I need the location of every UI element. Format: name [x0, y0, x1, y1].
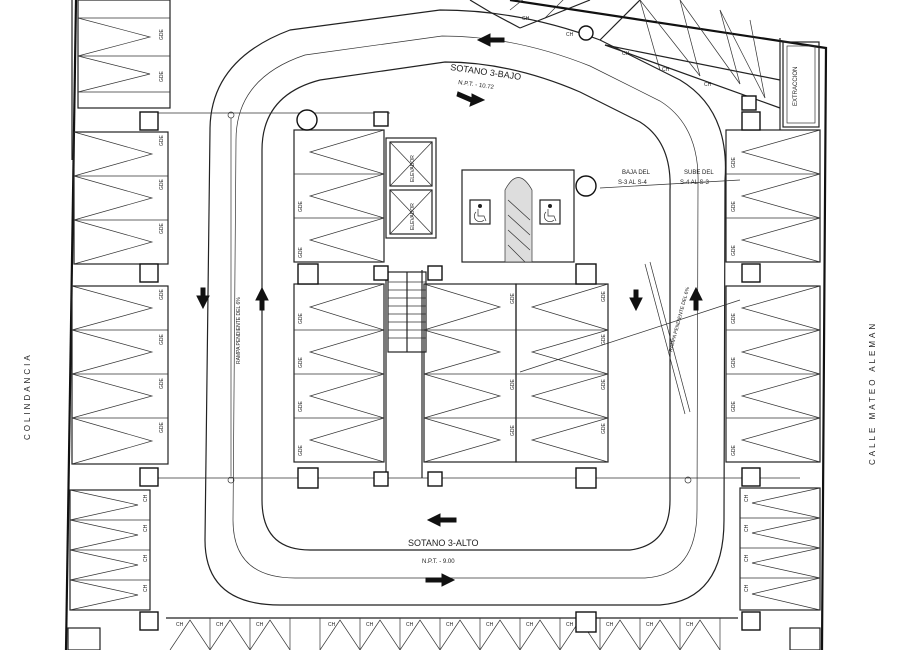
stall-row-top — [469, 0, 781, 109]
stall-tag: CH — [606, 622, 614, 628]
stall-tag: GDE — [601, 334, 607, 346]
stall-tag: GDE — [731, 201, 737, 213]
columns — [139, 25, 761, 633]
stall-tag: CH — [566, 622, 574, 628]
arrow-icon — [689, 286, 703, 311]
stall-block-center — [293, 129, 609, 463]
stall-tag: CH — [176, 622, 184, 628]
stall-tag: GDE — [298, 247, 304, 259]
stall-tag: GDE — [298, 357, 304, 369]
stall-tag: CH — [216, 622, 224, 628]
arrow-icon — [425, 573, 456, 587]
stall-block-right — [725, 129, 821, 650]
accessible-icon — [539, 199, 561, 225]
stall-tag: GDE — [731, 445, 737, 457]
stall-tag: GDE — [159, 71, 165, 83]
elevator-label-2: ELEVADOR — [410, 203, 416, 230]
stall-tag: CH — [744, 524, 750, 532]
stall-tag: CH — [744, 554, 750, 562]
arrow-icon — [476, 33, 505, 47]
stall-tag: CH — [646, 622, 654, 628]
stall-tag: GDE — [159, 378, 165, 390]
stall-block-left — [67, 131, 169, 650]
stall-tag: GDE — [159, 135, 165, 147]
stall-tag: GDE — [159, 334, 165, 346]
stall-tag: GDE — [298, 201, 304, 213]
stall-tag: CH — [704, 82, 712, 88]
stall-tag: CH — [744, 494, 750, 502]
stall-tag: CH — [522, 16, 530, 22]
stall-tag: GDE — [510, 379, 516, 391]
elevator-icon — [389, 141, 433, 187]
level-npt-alto: N.P.T. - 9.00 — [422, 559, 455, 565]
accessible-icon — [469, 199, 491, 225]
ramp-sube-label: SUBE DEL — [684, 170, 714, 176]
stall-tag: CH — [256, 622, 264, 628]
street-label: CALLE MATEO ALEMAN — [868, 321, 877, 465]
stall-tag: GDE — [731, 245, 737, 257]
stall-tag: CH — [143, 494, 149, 502]
arrow-icon — [196, 287, 210, 310]
stall-tag: CH — [143, 584, 149, 592]
ramp-label-right: RAMPA PENDIENTE DEL 6% — [668, 286, 691, 353]
ramp-loop — [150, 9, 800, 606]
arrow-icon — [629, 289, 643, 312]
core — [385, 137, 575, 478]
ramp-sube-label-2: S-4 AL S-3 — [680, 180, 709, 186]
traffic-arrows — [196, 33, 703, 587]
colindancia-label: COLINDANCIA — [23, 352, 32, 440]
stall-tag: GDE — [298, 445, 304, 457]
arrow-icon — [255, 286, 269, 311]
stall-tag: GDE — [298, 313, 304, 325]
arrow-icon — [456, 91, 486, 107]
stall-tag: CH — [566, 32, 574, 38]
stall-tag: GDE — [731, 157, 737, 169]
stall-tag: CH — [143, 524, 149, 532]
stall-tag: GDE — [731, 313, 737, 325]
elevator-icon — [389, 189, 433, 235]
stall-tag: GDE — [298, 401, 304, 413]
stall-tag: CH — [526, 622, 534, 628]
stall-tag: CH — [622, 51, 630, 57]
extraccion-label: EXTRACCION — [793, 67, 799, 106]
stall-tag: GDE — [510, 425, 516, 437]
stall-tag: CH — [143, 554, 149, 562]
stall-row-bottom — [166, 617, 738, 650]
stall-tags: GDE GDE GDE GDE GDE GDE GDE GDE GDE GDE … — [143, 16, 750, 628]
level-label-alto: SOTANO 3-ALTO — [408, 538, 479, 548]
stall-tag: CH — [328, 622, 336, 628]
stall-tag: GDE — [601, 291, 607, 303]
stall-tag: GDE — [159, 422, 165, 434]
ramp-baja-label-2: S-3 AL S-4 — [618, 180, 647, 186]
stall-tag: CH — [406, 622, 414, 628]
ramp-label-left: RAMPA PENDIENTE DEL 6% — [236, 297, 242, 364]
stall-tag: GDE — [601, 423, 607, 435]
stall-tag: CH — [686, 622, 694, 628]
stall-tag: CH — [662, 67, 670, 73]
stall-tag: GDE — [601, 379, 607, 391]
stall-tag: GDE — [159, 223, 165, 235]
stall-tag: GDE — [159, 179, 165, 191]
stall-tag: GDE — [731, 357, 737, 369]
level-npt-bajo: N.P.T. - 10.72 — [458, 80, 495, 91]
ramp-baja-label: BAJA DEL — [622, 170, 651, 176]
stall-tag: GDE — [510, 293, 516, 305]
stall-tag: CH — [366, 622, 374, 628]
stall-block-top-left — [77, 0, 171, 109]
stall-tag: GDE — [159, 289, 165, 301]
stall-tag: CH — [744, 584, 750, 592]
stall-tag: GDE — [159, 29, 165, 41]
arrow-icon — [426, 513, 457, 527]
stall-tag: CH — [446, 622, 454, 628]
markers — [227, 111, 692, 484]
stall-tag: CH — [486, 622, 494, 628]
elevator-label-1: ELEVADOR — [410, 155, 416, 182]
property-boundary — [64, 0, 828, 650]
stall-tag: GDE — [731, 401, 737, 413]
